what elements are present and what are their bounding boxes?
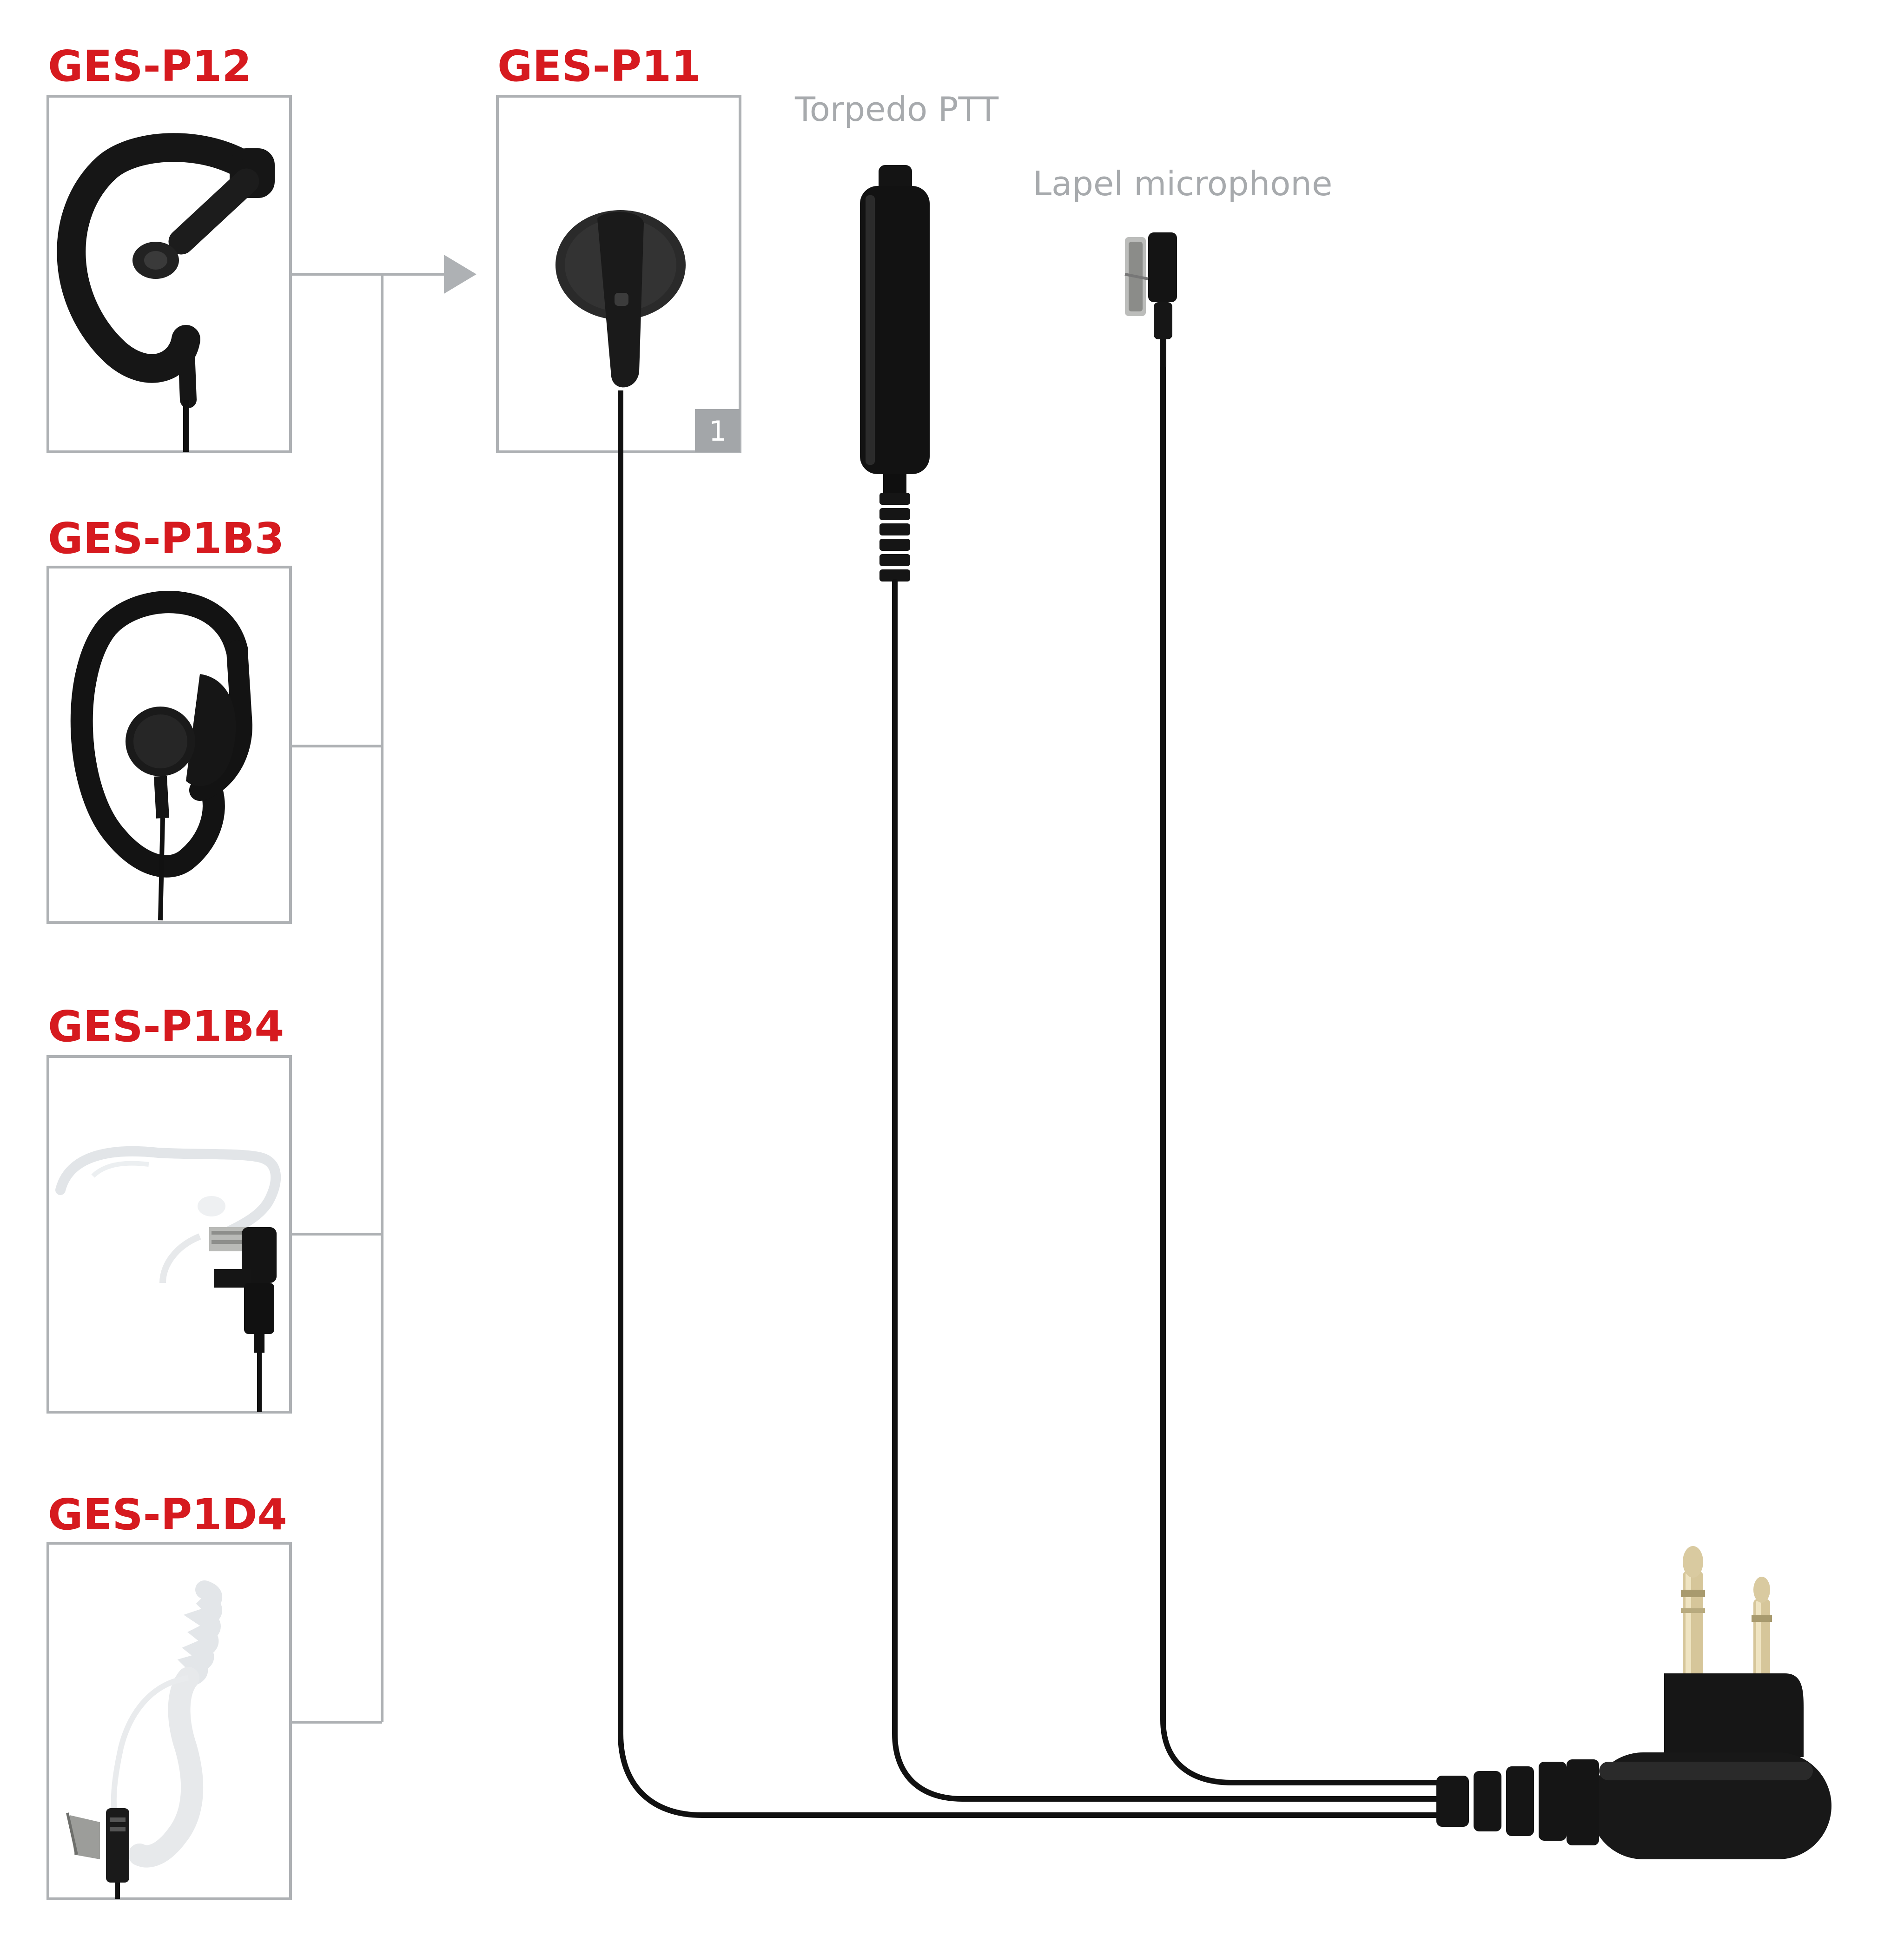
- coiled-tube-earpiece-icon: [66, 1580, 222, 1899]
- torpedo-ptt-label: Torpedo PTT: [794, 90, 999, 129]
- lapel-mic-label: Lapel microphone: [1033, 164, 1332, 203]
- product-label-p1b3: GES-P1B3: [48, 514, 284, 563]
- acoustic-tube-earpiece-icon: [55, 1146, 281, 1412]
- lapel-mic-icon: [1124, 232, 1177, 367]
- item-number-badge-text: 1: [709, 415, 727, 448]
- product-label-p1b4: GES-P1B4: [48, 1002, 284, 1051]
- product-label-p12: GES-P12: [48, 41, 251, 91]
- two-pin-connector-icon: [1436, 1546, 1831, 1859]
- main-product-label: GES-P11: [497, 41, 701, 91]
- item-number-badge: [695, 409, 740, 452]
- product-label-p1d4: GES-P1D4: [48, 1490, 287, 1540]
- cable-assembly: [618, 364, 1444, 1818]
- arrow-right-icon: [444, 255, 476, 294]
- earhook-earphone-icon: [57, 133, 275, 452]
- earbud-icon: [555, 210, 686, 452]
- d-shape-earpiece-icon: [70, 591, 253, 921]
- ptt-button-icon: [860, 165, 930, 582]
- compatibility-bracket: [291, 273, 446, 1724]
